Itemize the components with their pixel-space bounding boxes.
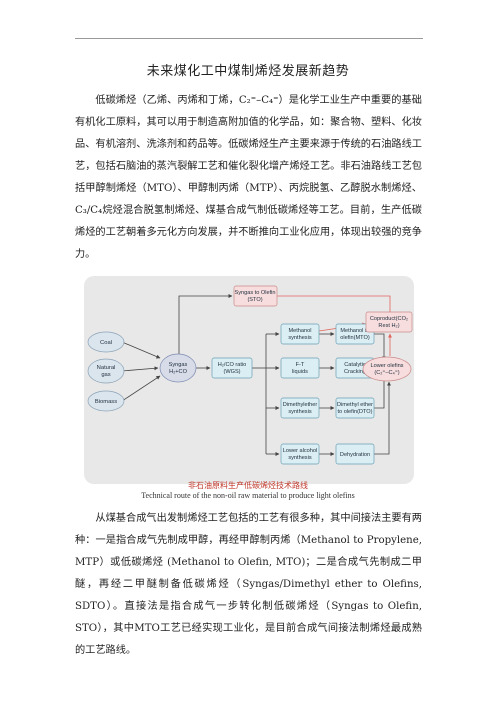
syngas-label-1: Syngas	[169, 362, 188, 368]
process-paragraph: 从煤基合成气出发制烯烃工艺包括的工艺有很多种，其中间接法主要有两种：一是指合成气…	[75, 513, 422, 656]
lower-alcohol-label-2: synthesis	[288, 455, 312, 461]
wgs-ratio-box	[211, 357, 253, 379]
catalytic-cracking-label-1: Catalytic	[344, 362, 366, 368]
wgs-ratio-label-1: H₂/CO ratio	[218, 362, 247, 368]
lower-olefins-label-1: Lower olefins	[371, 363, 404, 369]
dehydration-label: Dehydration	[340, 452, 370, 458]
natural-gas-source	[87, 358, 125, 384]
mto-label-1: Methanol to	[340, 328, 369, 334]
sto-label-1: Syngas to Olefin	[234, 290, 275, 296]
mto-label-2: olefin(MTO)	[340, 335, 370, 341]
dme-synthesis-label-2: synthesis	[288, 409, 312, 415]
intro-paragraph: 低碳烯烃（乙烯、丙烯和丁烯，C₂⁼–C₄⁼）是化学工业生产中重要的基础有机化工原…	[75, 95, 422, 260]
syngas-label-2: H₂+CO	[169, 369, 188, 375]
ft-liquids-label-2: liquids	[292, 369, 308, 375]
coal-label: Coal	[100, 340, 112, 346]
coal-source	[87, 331, 125, 353]
catalytic-cracking-label-2: Cracking	[344, 369, 366, 375]
sto-label-2: (STO)	[247, 297, 262, 303]
lower-alcohol-synthesis-box	[280, 443, 320, 465]
ft-liquids-label-1: F-T	[296, 362, 305, 368]
diagram-background	[84, 276, 414, 484]
process-flow-diagram: Coal Natural gas Biomass Syngas H₂+CO H₂…	[84, 276, 414, 484]
methanol-synthesis-label-1: Methanol	[288, 328, 311, 334]
mto-box	[335, 323, 375, 345]
flow-arrows	[121, 294, 391, 456]
lower-olefins-label-2: (C₂⁼–C₄⁼)	[374, 370, 399, 376]
header-rule	[75, 38, 423, 39]
ft-liquids-box	[280, 357, 320, 379]
coproduct-label-2: Rest H₂)	[378, 323, 399, 329]
natural-gas-label-1: Natural	[97, 365, 116, 371]
biomass-label: Biomass	[95, 399, 117, 405]
page-title: 未来煤化工中煤制烯烃发展新趋势	[146, 64, 350, 79]
methanol-synthesis-box	[280, 323, 320, 345]
coproduct-label-1: Coproduct(CO₂	[370, 316, 408, 322]
dto-label-1: Dimethyl ether	[337, 402, 373, 408]
methanol-synthesis-label-2: synthesis	[288, 335, 312, 341]
syngas-node	[159, 353, 197, 383]
lower-olefins-node	[362, 356, 412, 382]
dto-label-2: to olefin(DTO)	[337, 409, 372, 415]
figure-caption-chinese: 非石油原料生产低碳烯烃技术路线	[188, 481, 308, 490]
natural-gas-label-2: gas	[101, 372, 110, 378]
biomass-source	[87, 390, 125, 412]
dto-box	[335, 397, 375, 419]
wgs-ratio-label-2: (WGS)	[223, 369, 240, 375]
sto-box	[233, 285, 278, 307]
coproduct-box	[365, 311, 413, 333]
dme-synthesis-label-1: Dimethylether	[283, 402, 318, 408]
figure-caption-english: Technical route of the non-oil raw mater…	[141, 491, 355, 500]
dehydration-box	[335, 443, 375, 465]
dme-synthesis-box	[280, 397, 320, 419]
lower-alcohol-label-1: Lower alcohol	[283, 448, 318, 454]
